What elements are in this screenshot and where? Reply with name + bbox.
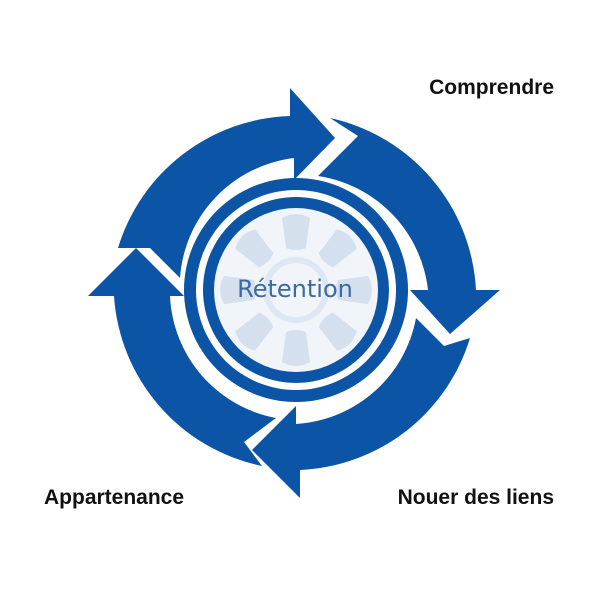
- stage-label-appartenance: Appartenance: [44, 486, 185, 509]
- spoke: [220, 276, 256, 304]
- spoke: [318, 229, 357, 268]
- spoke: [282, 330, 310, 366]
- arrow-left: [88, 248, 276, 466]
- hub-ring: [263, 257, 329, 323]
- wheel-spokes: [220, 214, 372, 366]
- stage-label-comprendre: Comprendre: [429, 76, 554, 99]
- spoke: [336, 276, 372, 304]
- spoke: [318, 312, 357, 351]
- arrow-bottom: [252, 318, 470, 498]
- spoke: [282, 214, 310, 250]
- stage-label-nouer-des-liens: Nouer des liens: [397, 486, 554, 509]
- spoke: [235, 312, 274, 351]
- arrow-right: [318, 118, 500, 334]
- arrow-top: [118, 88, 335, 278]
- spoke: [235, 229, 274, 268]
- center-label: Rétention: [237, 275, 353, 303]
- cycle-arrows: [88, 88, 500, 498]
